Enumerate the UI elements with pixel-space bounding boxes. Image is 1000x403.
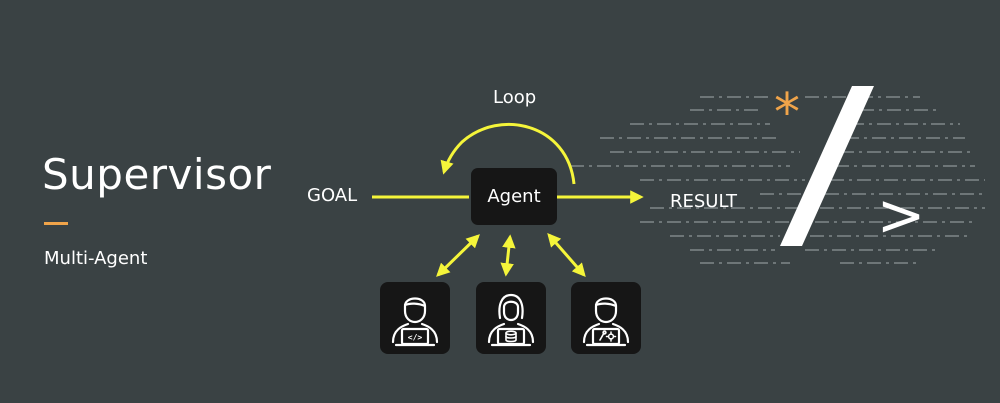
worker-link-1: [436, 234, 480, 277]
database-icon: [505, 330, 517, 343]
code-badge: </>: [408, 333, 423, 342]
speed-lines: [570, 96, 985, 264]
worker-node-developer: </>: [380, 282, 450, 354]
result-label: RESULT: [670, 191, 738, 212]
worker-node-database: [476, 282, 546, 354]
title-accent-rule: [44, 222, 68, 225]
worker-link-2: [500, 234, 516, 277]
logo-chevron: >: [877, 181, 926, 249]
database-person-icon: [487, 293, 535, 347]
logo-asterisk: *: [774, 83, 800, 143]
developer-person-icon: </>: [391, 297, 439, 347]
worker-link-3: [547, 232, 586, 278]
loop-arrow: [440, 122, 576, 185]
page-title: Supervisor: [42, 150, 272, 199]
page-subtitle: Multi-Agent: [44, 248, 148, 269]
wrench-icon: [599, 330, 607, 341]
settings-person-icon: [582, 297, 630, 347]
loop-label: Loop: [493, 87, 537, 108]
gear-icon: [605, 331, 617, 342]
agent-label: Agent: [487, 186, 541, 207]
worker-node-settings: [571, 282, 641, 354]
goal-label: GOAL: [307, 185, 358, 206]
agent-node: Agent: [471, 168, 557, 225]
logo-slash: [780, 86, 874, 246]
